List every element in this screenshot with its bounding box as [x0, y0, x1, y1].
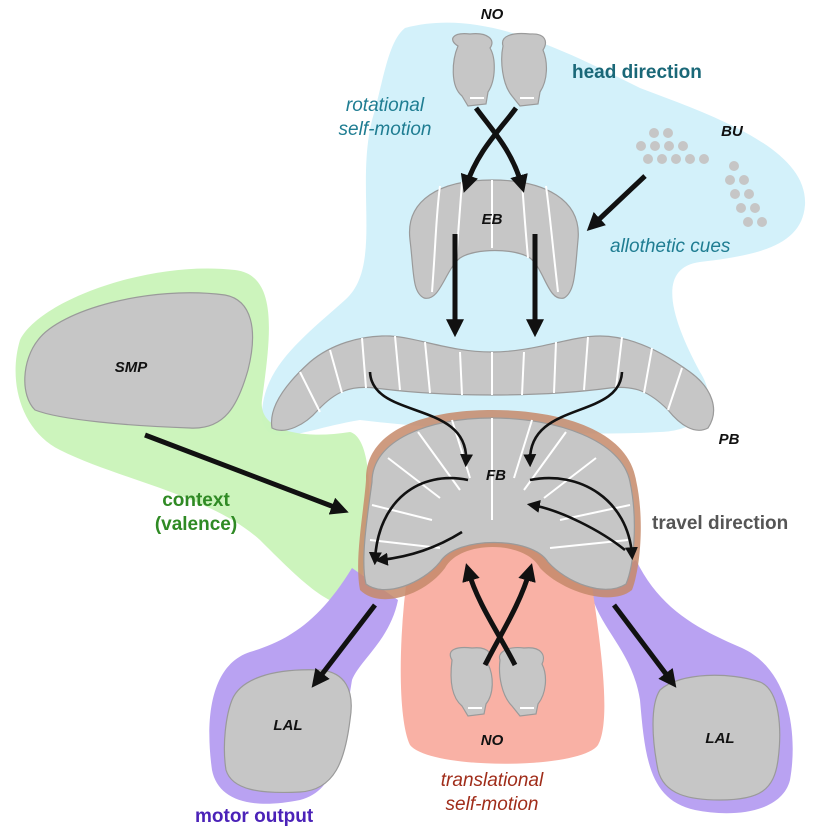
label-bu: BU [721, 123, 744, 140]
label-lal-left: LAL [273, 717, 302, 734]
label-no-top: NO [481, 6, 504, 23]
allothetic-cues-label: allothetic cues [610, 236, 731, 257]
translational-label-2: self-motion [446, 794, 539, 815]
travel-direction-label: travel direction [652, 513, 788, 534]
rotational-label-2: self-motion [339, 119, 432, 140]
label-no-bottom: NO [481, 732, 504, 749]
head-direction-label: head direction [572, 62, 702, 83]
label-smp: SMP [115, 359, 149, 376]
rotational-label-1: rotational [346, 95, 425, 116]
label-fb: FB [486, 467, 506, 484]
context-label-2: (valence) [155, 514, 237, 535]
motor-output-label: motor output [195, 806, 314, 827]
translational-label-1: translational [441, 770, 544, 791]
label-eb: EB [482, 211, 503, 228]
context-label-1: context [162, 490, 230, 511]
label-lal-right: LAL [705, 730, 734, 747]
label-pb: PB [719, 431, 740, 448]
